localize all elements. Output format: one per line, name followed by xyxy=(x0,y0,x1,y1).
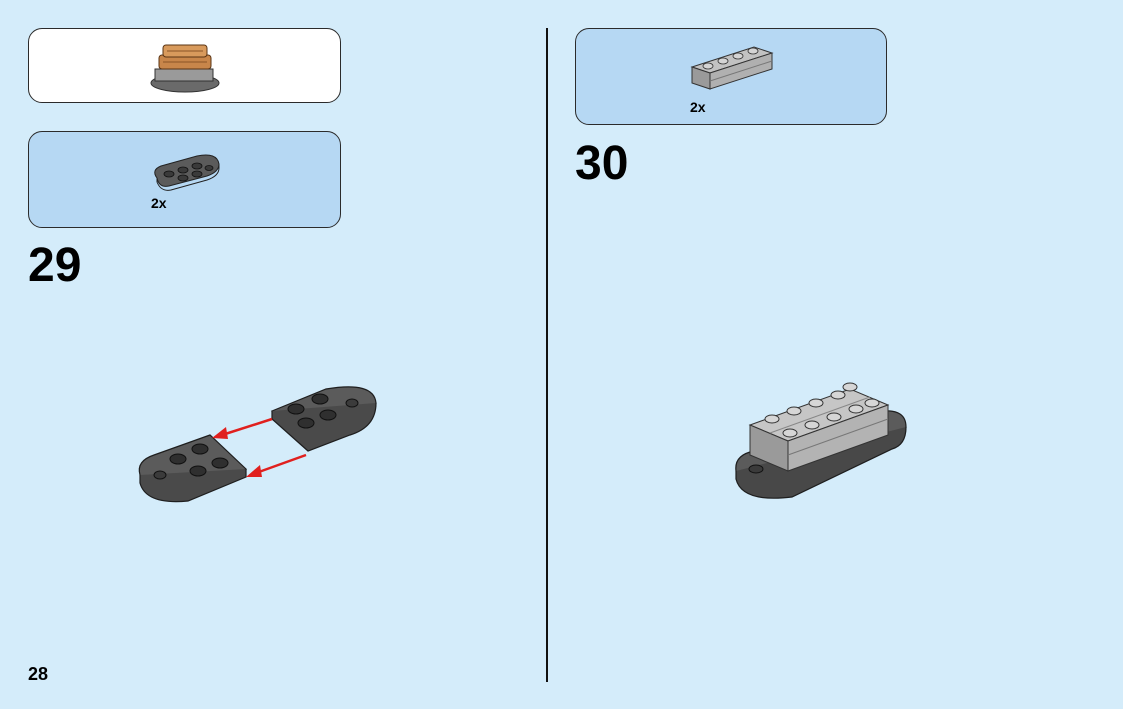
plate-left xyxy=(138,434,248,503)
step-29-assembly-illustration xyxy=(138,386,377,503)
part-quantity: 2x xyxy=(151,195,167,211)
step-number: 29 xyxy=(28,239,82,292)
plate-right xyxy=(270,386,377,452)
parts-callout-step-29: 2x xyxy=(28,131,341,228)
brick-1x4-light-grey-icon xyxy=(690,46,774,90)
step-30-assembly-illustration xyxy=(735,382,907,499)
parts-callout-step-30: 2x xyxy=(575,28,887,125)
submodel-callout xyxy=(28,28,341,103)
log-on-base-icon xyxy=(150,44,220,93)
step-number: 30 xyxy=(575,137,629,190)
part-quantity: 2x xyxy=(690,99,706,115)
round-plate-dark-grey-icon xyxy=(154,154,220,191)
assembly-arrows xyxy=(212,417,307,477)
column-divider xyxy=(546,28,548,682)
page-number: 28 xyxy=(28,664,49,684)
